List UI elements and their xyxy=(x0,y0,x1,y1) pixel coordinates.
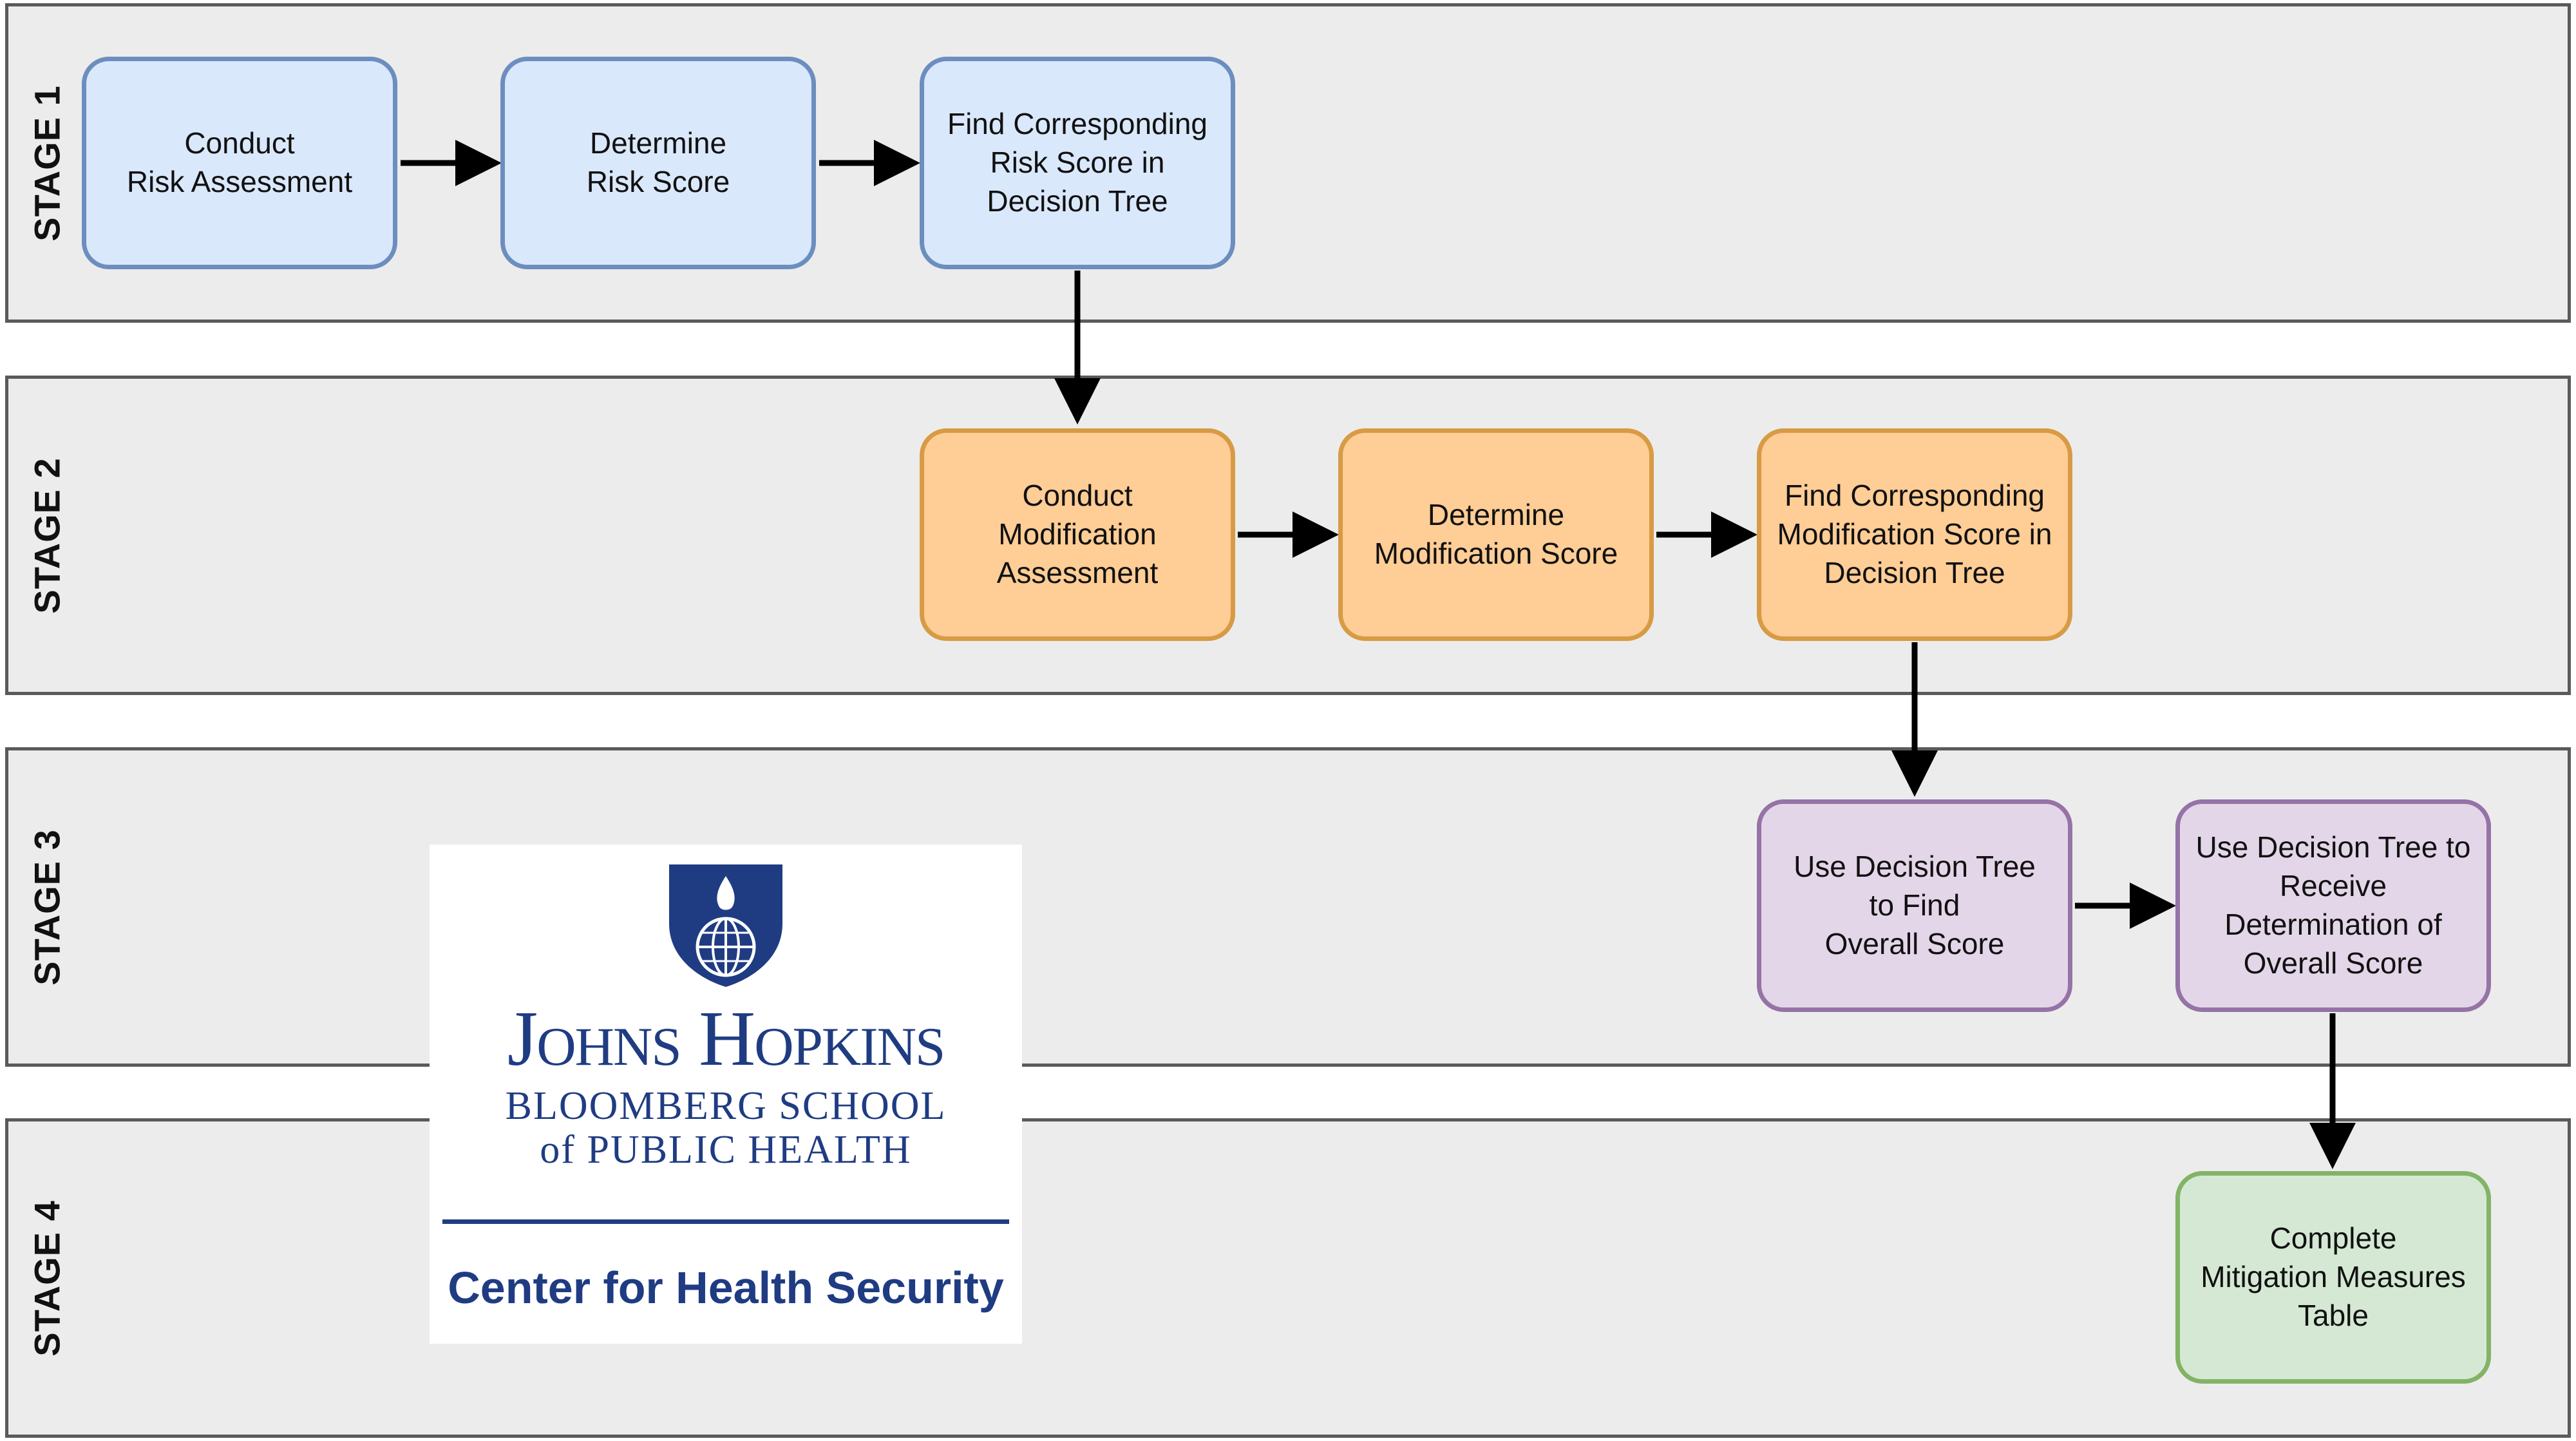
logo-school-name: BLOOMBERG SCHOOL of PUBLIC HEALTH xyxy=(505,1084,947,1172)
stage-3-label: STAGE 3 xyxy=(26,828,68,986)
stage-1-label: STAGE 1 xyxy=(26,84,68,242)
stage-2-label: STAGE 2 xyxy=(26,457,68,614)
complete-mitigation-table-node: Complete Mitigation Measures Table xyxy=(2175,1171,2491,1384)
conduct-risk-assessment-node: Conduct Risk Assessment xyxy=(82,57,397,269)
logo-divider xyxy=(442,1219,1009,1224)
university-shield-icon xyxy=(669,864,782,987)
determine-risk-score-node: Determine Risk Score xyxy=(500,57,816,269)
use-tree-find-overall-score-node: Use Decision Tree to Find Overall Score xyxy=(1757,799,2072,1012)
johns-hopkins-logo: Johns Hopkins BLOOMBERG SCHOOL of PUBLIC… xyxy=(430,845,1022,1344)
use-tree-receive-determination-node: Use Decision Tree to Receive Determinati… xyxy=(2175,799,2491,1012)
logo-center-name: Center for Health Security xyxy=(448,1263,1004,1313)
determine-modification-score-node: Determine Modification Score xyxy=(1338,428,1654,641)
conduct-modification-assessment-node: Conduct Modification Assessment xyxy=(920,428,1235,641)
find-modification-score-in-tree-node: Find Corresponding Modification Score in… xyxy=(1757,428,2072,641)
stage-4-label: STAGE 4 xyxy=(26,1199,68,1357)
find-risk-score-in-tree-node: Find Corresponding Risk Score in Decisio… xyxy=(920,57,1235,269)
stage-2-lane: STAGE 2 xyxy=(5,376,2571,695)
logo-university-name: Johns Hopkins xyxy=(507,995,946,1082)
